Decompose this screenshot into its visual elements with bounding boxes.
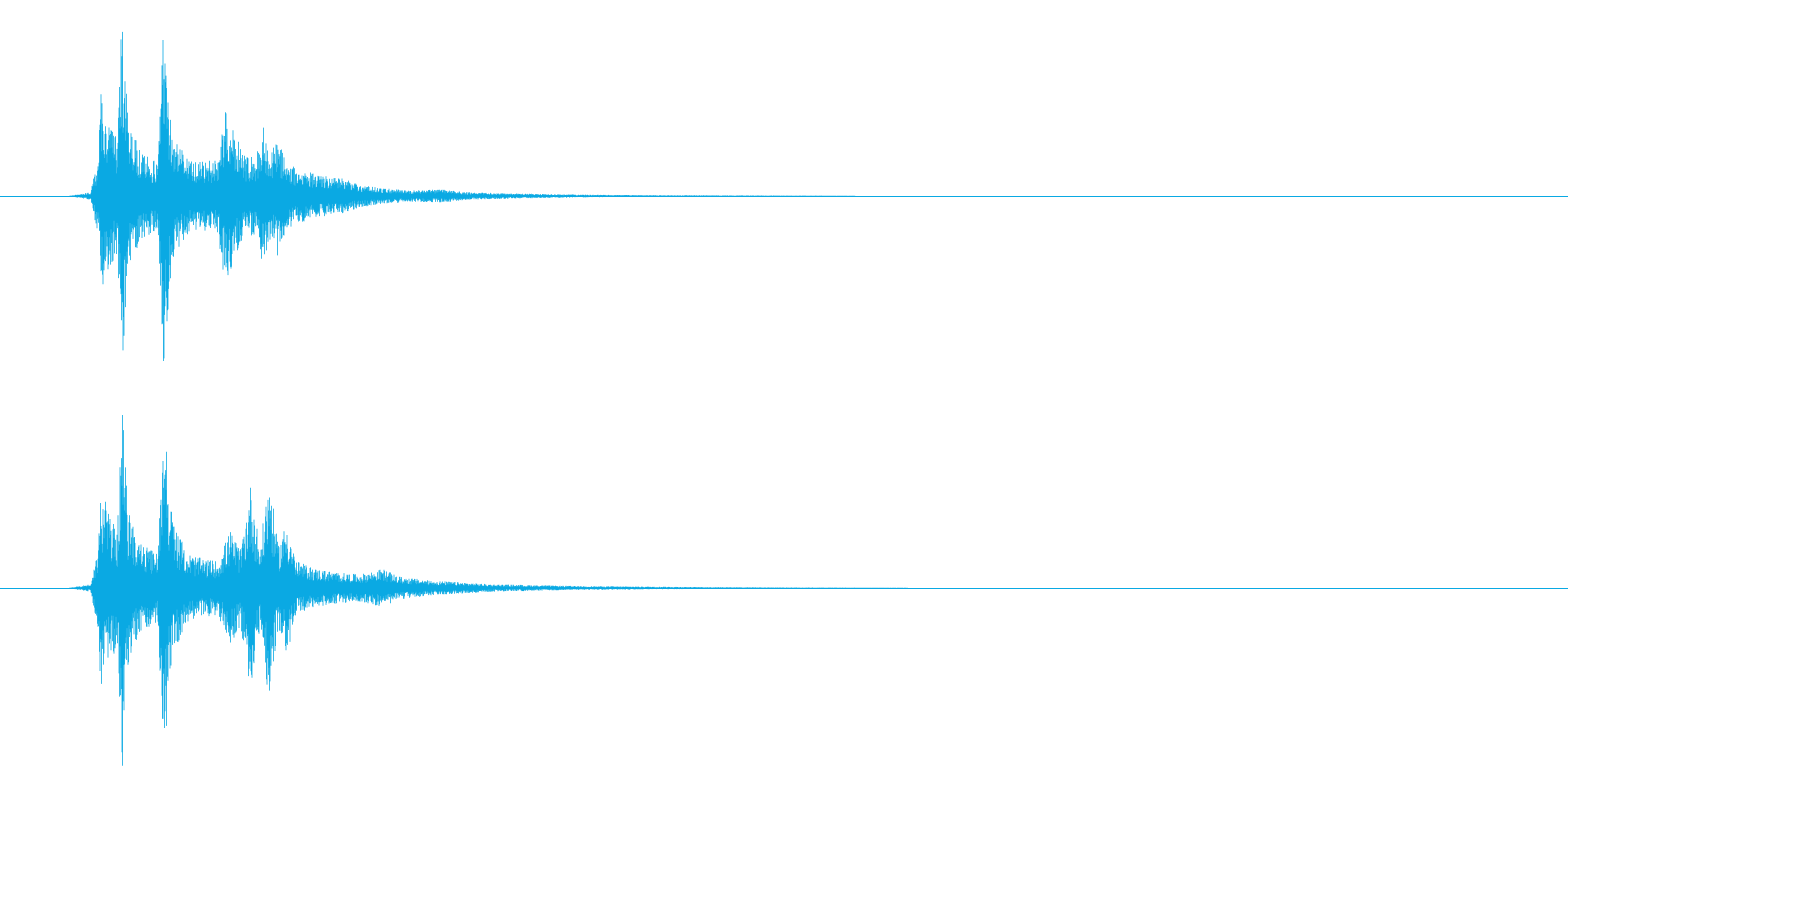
channel-amplitude bbox=[69, 415, 908, 766]
waveform-view[interactable] bbox=[0, 0, 1568, 783]
waveform-canvas[interactable] bbox=[0, 0, 1568, 783]
channel-2-waveform[interactable] bbox=[0, 415, 1568, 766]
channel-amplitude bbox=[69, 31, 856, 361]
channel-1-waveform[interactable] bbox=[0, 31, 1568, 361]
